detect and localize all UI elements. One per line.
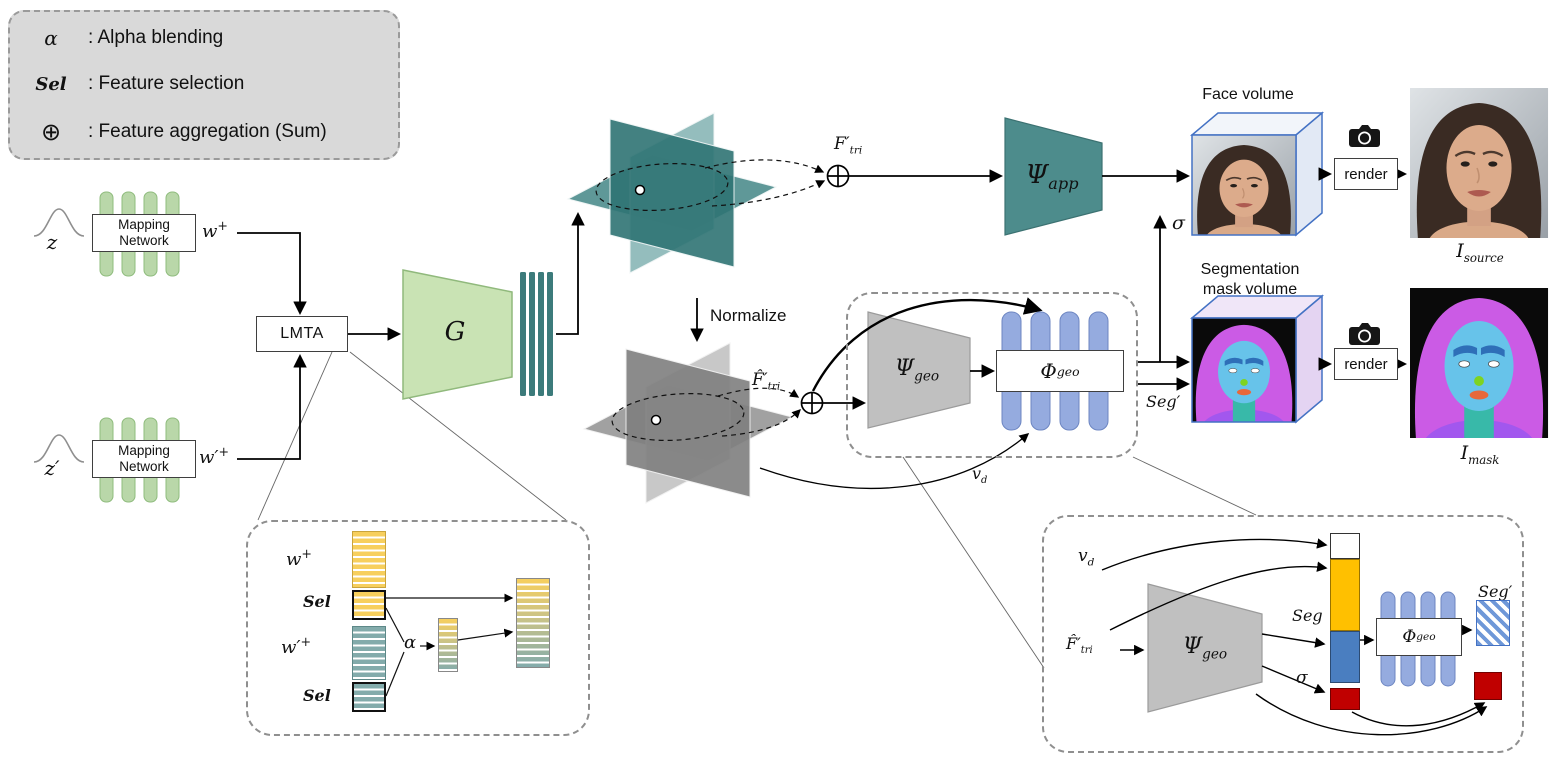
psi-geo-label: Ψgeo (894, 356, 940, 385)
sigma-label: σ (1172, 212, 1185, 234)
feature-selection-label: : Feature selection (88, 73, 245, 94)
seg-prime-output-block (1476, 600, 1510, 646)
sel-symbol: Sel (35, 73, 67, 95)
phi-geo-detail-connectors (1101, 538, 1488, 736)
lmta-box: LMTA (256, 316, 348, 352)
z-label: z (46, 230, 58, 254)
detail-seg-prime-label: Seg′ (1478, 582, 1513, 601)
alpha-blend-label: α (404, 632, 417, 653)
detail-seg-label: Seg (1292, 606, 1323, 625)
sel-top-label: Sel (303, 592, 331, 611)
camera-icon-top (1348, 124, 1381, 148)
w-prime-plus-label: w′+ (199, 444, 230, 468)
mask-volume-label: Segmentation mask volume (1200, 261, 1300, 298)
circle-plus-icon: ⊕ (40, 118, 62, 146)
sigma-output-block (1474, 672, 1502, 700)
psi-app-trapezoid (1004, 117, 1103, 236)
feature-sum-app (826, 164, 850, 188)
psi-geo-trapezoid (867, 311, 971, 429)
phi-geo-detail-box (1042, 515, 1524, 753)
detail-w-plus-label: w+ (286, 546, 312, 570)
render-box-top: render (1334, 158, 1398, 190)
sample-ellipse-gray (611, 392, 745, 442)
camera-icon-bottom (1348, 322, 1381, 346)
gray-triplane (582, 342, 794, 504)
generator-g-label: G (444, 317, 466, 347)
triplane-feature-bars (520, 272, 553, 396)
sample-point-teal (634, 184, 646, 196)
detail-sigma-label: σ (1296, 668, 1308, 688)
f-tri-label: F′tri (834, 134, 863, 157)
mapping-network-box-1: Mapping Network (92, 214, 196, 252)
legend-row-sel: Sel : Feature selection (24, 73, 388, 95)
w-plus-feature-bar (352, 531, 386, 588)
gaussian-z-icon (33, 208, 85, 237)
w-plus-label: w+ (202, 218, 228, 242)
source-image (1408, 86, 1550, 240)
psi-geo-detail-trapezoid (1147, 583, 1263, 713)
i-mask-label: Imask (1460, 442, 1500, 467)
geo-module-dashed-box (846, 292, 1138, 458)
mask-image (1409, 287, 1549, 439)
selected-w-prime-bar (352, 682, 386, 712)
teal-aggregation-dashed-arrows (704, 159, 826, 207)
sample-point-gray (650, 414, 662, 426)
f-hat-tri-label: F̂′tri (752, 370, 781, 393)
z-prime-label: z′ (44, 456, 60, 480)
detail-psi-geo-label: Ψgeo (1182, 634, 1228, 663)
sample-ellipse-teal (595, 162, 729, 212)
lmta-detail-box (246, 520, 590, 736)
teal-triplane (566, 112, 778, 274)
w-prime-feature-bar (352, 626, 386, 680)
detail-w-prime-plus-label: w′+ (281, 634, 312, 658)
generator-g-trapezoid (402, 269, 513, 400)
face-volume-label: Face volume (1202, 86, 1294, 103)
concat-seg-block (1330, 631, 1360, 683)
concat-sigma-block (1330, 688, 1360, 710)
segmentation-volume-cube (1189, 294, 1325, 424)
legend-box: α : Alpha blending Sel : Feature selecti… (8, 10, 400, 160)
feature-aggregation-label: : Feature aggregation (Sum) (88, 121, 327, 142)
gray-aggregation-dashed-arrows (717, 387, 801, 437)
blended-small-bar (438, 618, 458, 672)
alpha-blending-label: : Alpha blending (88, 27, 224, 48)
main-connectors (237, 167, 1408, 489)
callout-lines (257, 351, 1257, 669)
lmta-detail-connectors (385, 593, 514, 697)
render-box-bottom: render (1334, 348, 1398, 380)
mixed-output-bar (516, 578, 550, 668)
v-d-label: vd (972, 464, 988, 487)
selected-w-plus-bar (352, 590, 386, 620)
concat-vd-block (1330, 533, 1360, 559)
detail-f-hat-label: F̂′tri (1066, 634, 1093, 657)
feature-sum-geo (800, 391, 824, 415)
i-source-label: Isource (1456, 240, 1504, 265)
face-volume-cube (1189, 111, 1325, 237)
psi-app-label: Ψapp (1025, 160, 1079, 194)
detail-v-d-label: vd (1078, 546, 1095, 569)
normalize-label: Normalize (710, 306, 787, 325)
legend-row-sum: ⊕ : Feature aggregation (Sum) (24, 118, 388, 146)
concat-feature-block (1330, 559, 1360, 631)
sel-bottom-label: Sel (303, 686, 331, 705)
legend-row-alpha: α : Alpha blending (24, 26, 388, 50)
mapping-network-box-2: Mapping Network (92, 440, 196, 478)
alpha-symbol: α (44, 26, 58, 50)
seg-prime-label: Seg′ (1146, 392, 1181, 411)
